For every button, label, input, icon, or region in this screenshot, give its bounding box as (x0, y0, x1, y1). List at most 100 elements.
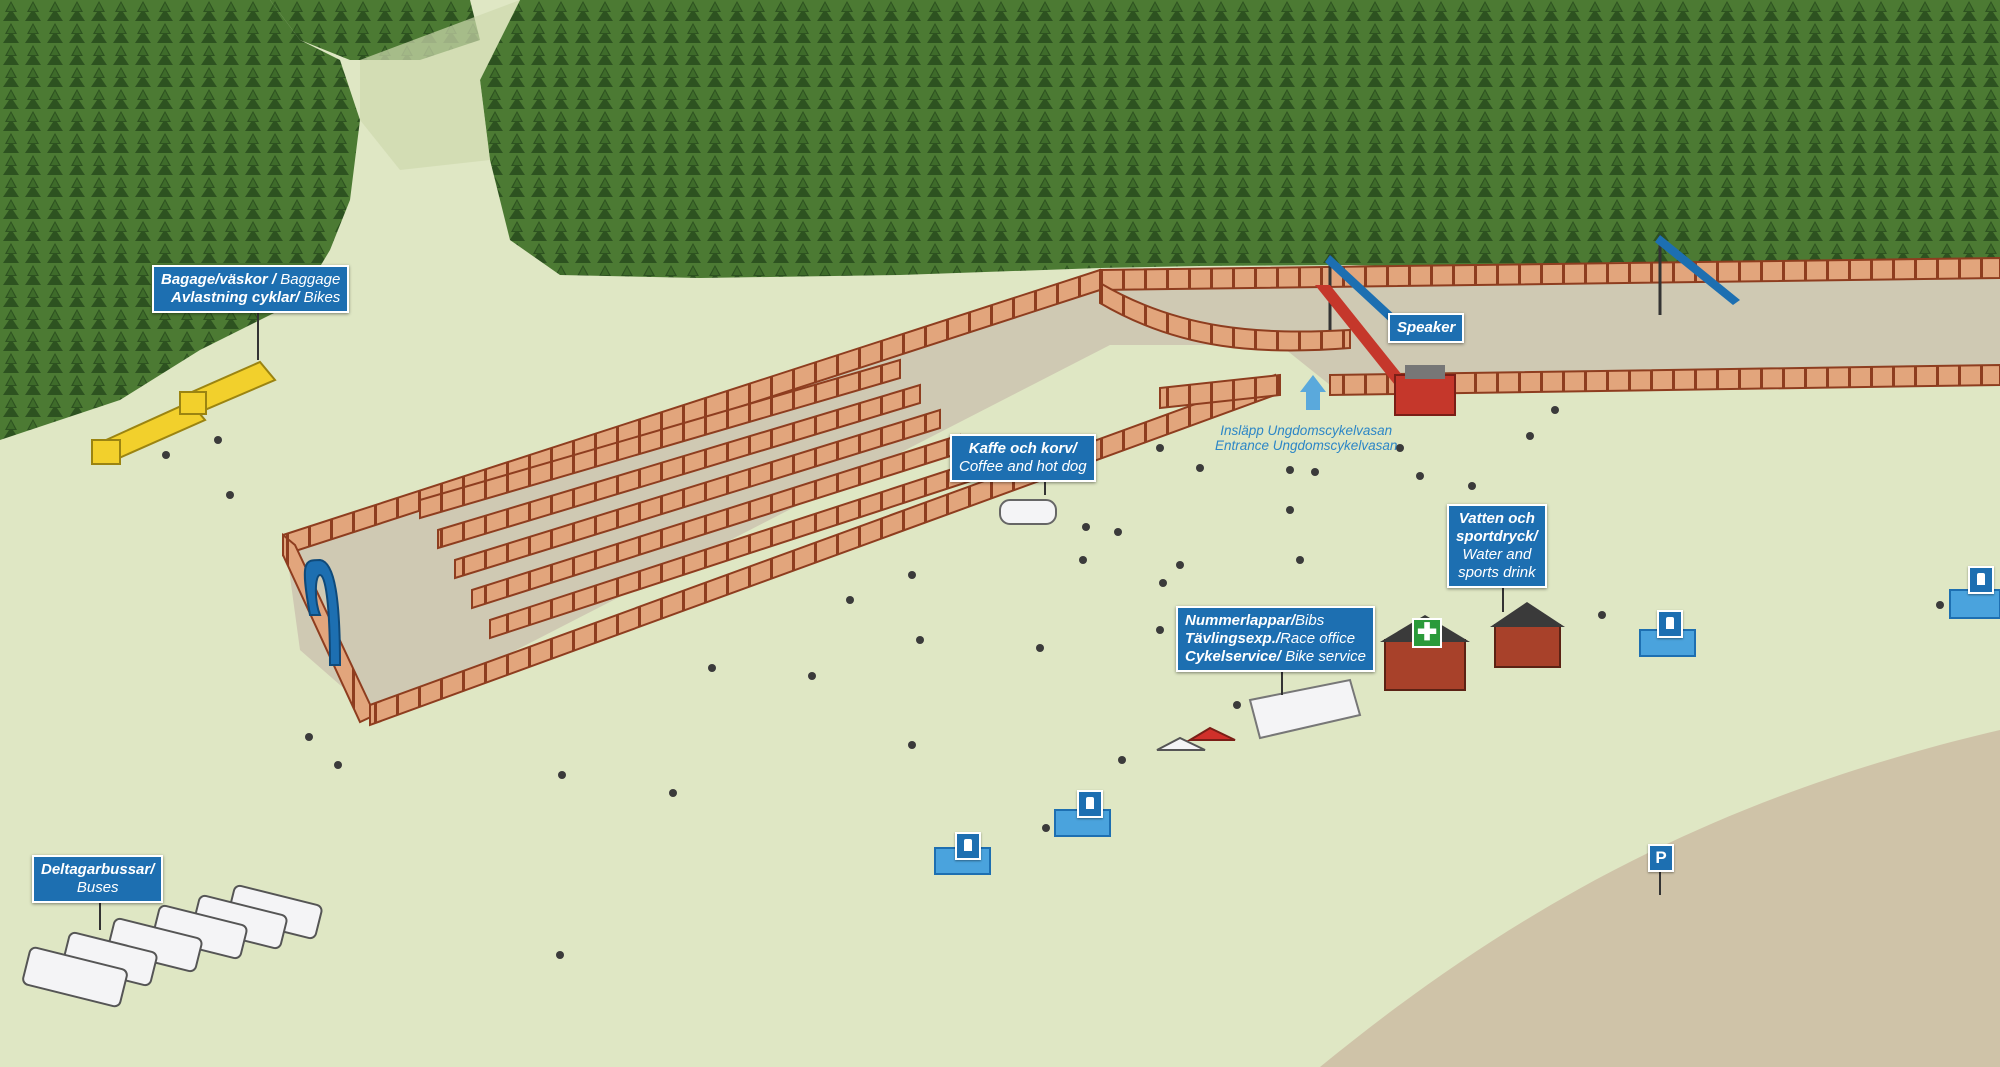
person (808, 672, 816, 680)
person (305, 733, 313, 741)
water-label: Vatten och sportdryck/ Water and sports … (1447, 504, 1547, 588)
person (1286, 466, 1294, 474)
finish-banner-2 (1655, 235, 1740, 305)
person (1416, 472, 1424, 480)
person (1159, 579, 1167, 587)
toilet-icon (1077, 790, 1103, 818)
person (558, 771, 566, 779)
baggage-label-sv-1: Bagage/väskor / (161, 271, 277, 288)
race-office-en-3: Bike service (1280, 648, 1366, 665)
forest-main (480, 0, 2000, 278)
person (1156, 626, 1164, 634)
pen-1 (419, 358, 901, 520)
baggage-label-en-1: Baggage (276, 271, 341, 288)
tent-red (1186, 726, 1236, 741)
water-house-roof (1490, 602, 1565, 627)
bus-1 (22, 946, 128, 1008)
coffee-label: Kaffe och korv/ Coffee and hot dog (950, 434, 1096, 482)
parking-area (1320, 730, 2000, 1067)
start-arch (303, 558, 342, 666)
finish-banner-1 (1325, 255, 1400, 325)
person (1296, 556, 1304, 564)
clearing (360, 0, 520, 170)
baggage-trucks (91, 360, 277, 465)
person (1118, 756, 1126, 764)
person (162, 451, 170, 459)
toilet-icon (1968, 566, 1994, 594)
speaker-label-text: Speaker (1397, 319, 1456, 336)
truck-2-cab (179, 391, 207, 415)
first-aid-icon: ✚ (1412, 618, 1442, 648)
person (1598, 611, 1606, 619)
toilet-icon (1657, 610, 1683, 638)
person (846, 596, 854, 604)
tents (1156, 678, 1362, 751)
person (1156, 444, 1164, 452)
service-tent (1248, 678, 1362, 740)
water-label-en-1: Water and (1462, 546, 1532, 563)
buses-label-sv: Deltagarbussar/ (41, 861, 155, 878)
parking-icon: P (1648, 844, 1674, 872)
baggage-label-en-2: Bikes (299, 289, 341, 306)
water-house (1494, 624, 1561, 668)
buses (22, 884, 323, 1008)
entrance-carpet (1315, 285, 1410, 385)
person (1396, 444, 1404, 452)
arrow-up-icon (1300, 375, 1326, 410)
toilets-4 (1949, 589, 2000, 619)
speaker-stand-top (1405, 365, 1445, 379)
buses-label-en: Buses (76, 879, 119, 896)
race-office-sv-1: Nummerlappar/ (1185, 612, 1296, 629)
person (1468, 482, 1476, 490)
entrance-label-en: Entrance Ungdomscykelvasan (1215, 438, 1398, 453)
starting-pens (419, 358, 981, 640)
baggage-label-sv-2: Avlastning cyklar/ (171, 289, 300, 306)
speaker-label: Speaker (1388, 313, 1465, 343)
person (1936, 601, 1944, 609)
person (1551, 406, 1559, 414)
race-office-en-2: Race office (1280, 630, 1356, 647)
tent-white (1156, 736, 1206, 751)
person (1036, 644, 1044, 652)
race-office-en-1: Bibs (1295, 612, 1325, 629)
person (1114, 528, 1122, 536)
visitors (162, 406, 1944, 959)
person (556, 951, 564, 959)
race-office-sv-2: Tävlingsexp./ (1185, 630, 1281, 647)
person (226, 491, 234, 499)
person (669, 789, 677, 797)
coffee-trailer (999, 499, 1057, 525)
buses-label: Deltagarbussar/ Buses (32, 855, 164, 903)
coffee-label-sv: Kaffe och korv/ (968, 440, 1077, 457)
toilet-icon (955, 832, 981, 860)
water-label-sv-2: sportdryck/ (1456, 528, 1538, 545)
water-label-sv-1: Vatten och (1458, 510, 1535, 527)
person (1196, 464, 1204, 472)
pen-2 (437, 383, 921, 550)
person (334, 761, 342, 769)
baggage-label: Bagage/väskor / Baggage Avlastning cykla… (152, 265, 350, 313)
person (908, 741, 916, 749)
race-office-sv-3: Cykelservice/ (1185, 648, 1281, 665)
speaker-stand (1394, 374, 1456, 416)
truck-1-cab (91, 439, 121, 465)
water-label-en-2: sports drink (1458, 564, 1536, 581)
person (908, 571, 916, 579)
person (1082, 523, 1090, 531)
pen-3 (454, 408, 941, 580)
person (1233, 701, 1241, 709)
fence-track-bottom (1329, 363, 2000, 397)
forest-left (0, 0, 360, 440)
person (214, 436, 222, 444)
person (1286, 506, 1294, 514)
fence-track-inner (1099, 281, 1351, 352)
person (708, 664, 716, 672)
coffee-label-en: Coffee and hot dog (959, 458, 1087, 475)
entrance-label-sv: Insläpp Ungdomscykelvasan (1220, 423, 1393, 438)
person (1176, 561, 1184, 569)
entrance-label: Insläpp Ungdomscykelvasan Entrance Ungdo… (1215, 423, 1397, 453)
person (1311, 468, 1319, 476)
buildings (1380, 602, 1565, 691)
person (916, 636, 924, 644)
